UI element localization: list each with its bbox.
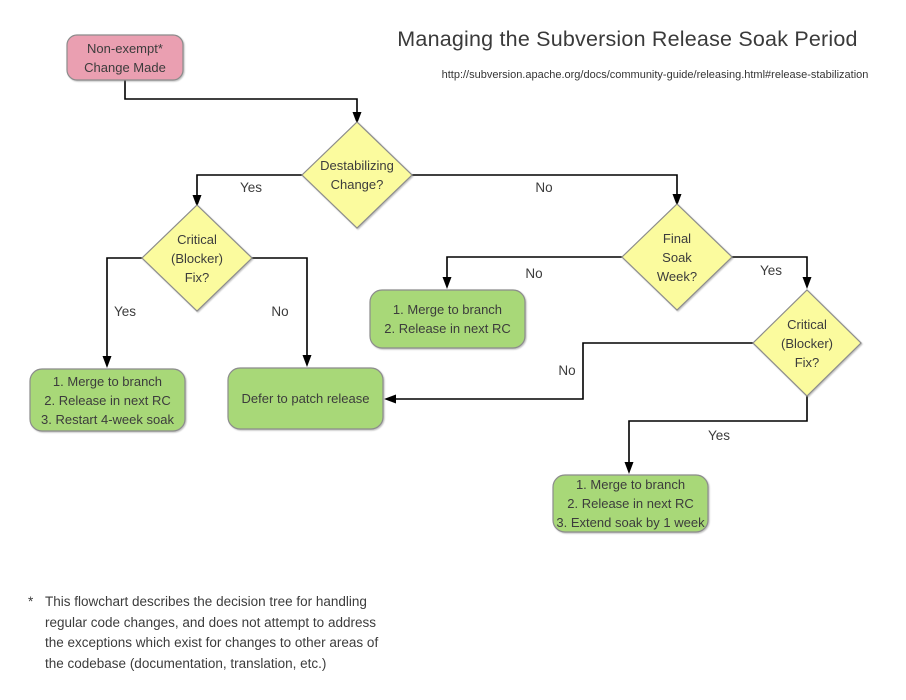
- page-title: Managing the Subversion Release Soak Per…: [397, 27, 858, 51]
- edge-label-critical-left-no: No: [271, 304, 289, 319]
- final-soak-diamond-label: Final Soak Week?: [656, 230, 698, 284]
- edge-critical-left-no: [252, 257, 308, 355]
- edge-label-critical-left-yes: Yes: [113, 304, 137, 319]
- arrowhead: [624, 462, 634, 474]
- edge-critical-left-yes: [106, 257, 142, 356]
- footnote: * This flowchart describes the decision …: [28, 592, 428, 674]
- edge-label-critical-right-no: No: [558, 363, 576, 378]
- merge-extend-box-label: 1. Merge to branch 2. Release in next RC…: [556, 477, 705, 530]
- edge-start-to-destabilizing: [124, 80, 358, 112]
- critical-left-diamond-label: Critical (Blocker) Fix?: [170, 231, 223, 285]
- arrowhead: [672, 194, 682, 206]
- defer-box-label: Defer to patch release: [241, 391, 370, 406]
- edge-label-destabilizing-yes: Yes: [239, 180, 263, 195]
- merge-restart-box-label: 1. Merge to branch 2. Release in next RC…: [41, 373, 174, 427]
- edge-label-critical-right-yes: Yes: [707, 428, 731, 443]
- node-shapes: [29, 34, 862, 533]
- footnote-text: This flowchart describes the decision tr…: [45, 594, 379, 671]
- arrowhead: [384, 394, 396, 404]
- arrowhead: [352, 112, 362, 124]
- edge-critical-right-no: [396, 342, 753, 400]
- arrowhead: [102, 356, 112, 368]
- edge-destabilizing-no: [412, 174, 678, 194]
- merge-restart-box-shape: [29, 368, 186, 432]
- edge-label-final-soak-no: No: [525, 266, 543, 281]
- edge-final-soak-no: [446, 256, 622, 277]
- merge-extend-box-shape: [552, 474, 709, 533]
- start-node-shape: [66, 34, 184, 81]
- arrowhead: [442, 277, 452, 289]
- edge-label-destabilizing-no: No: [535, 180, 553, 195]
- arrowhead: [802, 277, 812, 289]
- start-node-label: Non-exempt* Change Made: [84, 40, 166, 75]
- critical-right-diamond-shape: [752, 289, 862, 397]
- edge-critical-right-yes: [628, 396, 808, 462]
- critical-left-diamond-shape: [141, 204, 253, 312]
- footnote-asterisk: *: [28, 594, 34, 609]
- critical-right-diamond-label: Critical (Blocker) Fix?: [780, 316, 833, 370]
- defer-box-shape: [227, 367, 384, 430]
- destabilizing-diamond-shape: [301, 121, 413, 229]
- arrowhead: [192, 195, 202, 207]
- edge-destabilizing-yes: [196, 174, 303, 195]
- edge-label-final-soak-yes: Yes: [759, 263, 783, 278]
- edge-final-soak-yes: [732, 256, 808, 277]
- connectors: [102, 80, 812, 474]
- merge-next-rc-box-shape: [369, 289, 526, 349]
- destabilizing-diamond-label: Destabilizing Change?: [320, 158, 394, 192]
- arrowhead: [302, 355, 312, 367]
- final-soak-diamond-shape: [621, 203, 733, 311]
- source-url: http://subversion.apache.org/docs/commun…: [441, 69, 869, 81]
- merge-next-rc-box-label: 1. Merge to branch 2. Release in next RC: [384, 302, 511, 336]
